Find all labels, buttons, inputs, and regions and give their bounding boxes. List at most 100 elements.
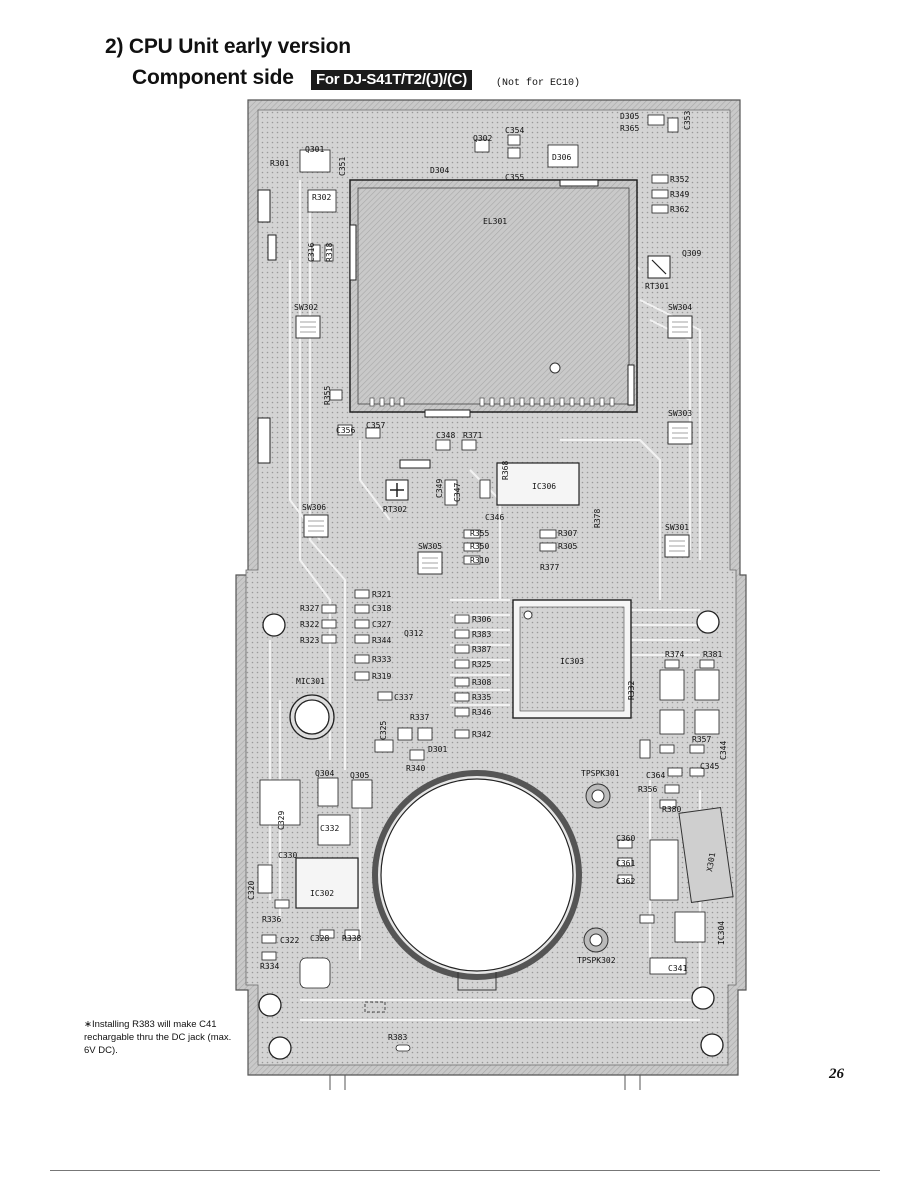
label-r322: R322 (300, 620, 319, 629)
label-c337: C337 (394, 693, 413, 702)
small-parts (257, 114, 720, 1052)
label-r349: R349 (670, 190, 689, 199)
label-c325: C325 (379, 721, 388, 740)
label-r332: R332 (627, 681, 636, 700)
label-el301: EL301 (483, 217, 507, 226)
label-rt301: RT301 (645, 282, 669, 291)
label-r336: R336 (262, 915, 281, 924)
label-r307: R307 (558, 529, 577, 538)
label-sw304: SW304 (668, 303, 692, 312)
label-r335: R335 (472, 693, 491, 702)
label-c362: C362 (616, 877, 635, 886)
label-c341: C341 (668, 964, 687, 973)
label-r346: R346 (472, 708, 491, 717)
label-q305: Q305 (350, 771, 369, 780)
label-r377: R377 (540, 563, 559, 572)
mounting-holes (258, 610, 724, 1060)
r383-footnote: ∗Installing R383 will make C41 rechargab… (84, 1019, 232, 1056)
ec10-note: (Not for EC10) (496, 78, 581, 89)
label-rt302: RT302 (383, 505, 407, 514)
label-r344: R344 (372, 636, 391, 645)
label-r308: R308 (472, 678, 491, 687)
section-title: 2) CPU Unit early version (105, 35, 351, 58)
label-c361: C361 (616, 859, 635, 868)
label-r355b: R355 (470, 529, 489, 538)
label-c353: C353 (683, 111, 692, 130)
label-c355: C355 (505, 173, 524, 182)
label-r323: R323 (300, 636, 319, 645)
label-tpspk301: TPSPK301 (581, 769, 620, 778)
label-r321: R321 (372, 590, 391, 599)
label-c357: C357 (366, 421, 385, 430)
label-c356: C356 (336, 426, 355, 435)
label-x301: X301 (705, 852, 717, 873)
page-number: 26 (829, 1066, 844, 1082)
label-c347: C347 (453, 483, 462, 502)
label-c327: C327 (372, 620, 391, 629)
crystal-x301 (678, 806, 734, 904)
label-r362: R362 (670, 205, 689, 214)
label-r380: R380 (662, 805, 681, 814)
label-sw301: SW301 (665, 523, 689, 532)
label-r350: R350 (470, 542, 489, 551)
label-r365: R365 (620, 124, 639, 133)
label-r387: R387 (472, 645, 491, 654)
label-r381: R381 (703, 650, 722, 659)
label-sw303: SW303 (668, 409, 692, 418)
model-badge: For DJ-S41T/T2/(J)/(C) (311, 70, 472, 90)
battery-holder (372, 770, 582, 991)
label-c322: C322 (280, 936, 299, 945)
label-r333: R333 (372, 655, 391, 664)
label-q304: Q304 (315, 769, 334, 778)
label-sw306: SW306 (302, 503, 326, 512)
label-mic301: MIC301 (296, 677, 325, 686)
label-c330: C330 (278, 851, 297, 860)
label-c318: C318 (372, 604, 391, 613)
label-c364: C364 (646, 771, 665, 780)
label-r340: R340 (406, 764, 425, 773)
label-ic304: IC304 (717, 921, 726, 945)
label-sw302: SW302 (294, 303, 318, 312)
label-c346: C346 (485, 513, 504, 522)
label-r368: R368 (501, 461, 510, 480)
label-r378: R378 (593, 509, 602, 528)
label-q309: Q309 (682, 249, 701, 258)
label-d305: D305 (620, 112, 639, 121)
component-labels: D305 R365 C353 Q302 C354 C355 D306 Q301 … (247, 111, 728, 1042)
label-d306: D306 (552, 153, 571, 162)
label-r338: R338 (342, 934, 361, 943)
label-sw305: SW305 (418, 542, 442, 551)
label-r305: R305 (558, 542, 577, 551)
label-r325: R325 (472, 660, 491, 669)
label-r319: R319 (372, 672, 391, 681)
label-r355: R355 (323, 386, 332, 405)
speaker-test-points (583, 783, 611, 953)
side-contacts (257, 189, 277, 464)
label-r302: R302 (312, 193, 331, 202)
label-c328: C328 (310, 934, 329, 943)
label-ic302: IC302 (310, 889, 334, 898)
label-r342: R342 (472, 730, 491, 739)
label-r356: R356 (638, 785, 657, 794)
label-c349: C349 (435, 479, 444, 498)
label-c316: C316 (307, 243, 316, 262)
label-ic303: IC303 (560, 657, 584, 666)
label-c360: C360 (616, 834, 635, 843)
ic-packages (295, 255, 671, 909)
label-r327: R327 (300, 604, 319, 613)
bottom-rule (50, 1170, 880, 1171)
label-c329: C329 (277, 811, 286, 830)
label-tpspk302: TPSPK302 (577, 956, 616, 965)
label-r318: R318 (325, 243, 334, 262)
label-r337: R337 (410, 713, 429, 722)
label-r357: R357 (692, 735, 711, 744)
label-ic306: IC306 (532, 482, 556, 491)
label-q302: Q302 (473, 134, 492, 143)
label-c332: C332 (320, 824, 339, 833)
label-c345: C345 (700, 762, 719, 771)
lcd-area (349, 179, 638, 418)
label-r374: R374 (665, 650, 684, 659)
label-c320: C320 (247, 881, 256, 900)
